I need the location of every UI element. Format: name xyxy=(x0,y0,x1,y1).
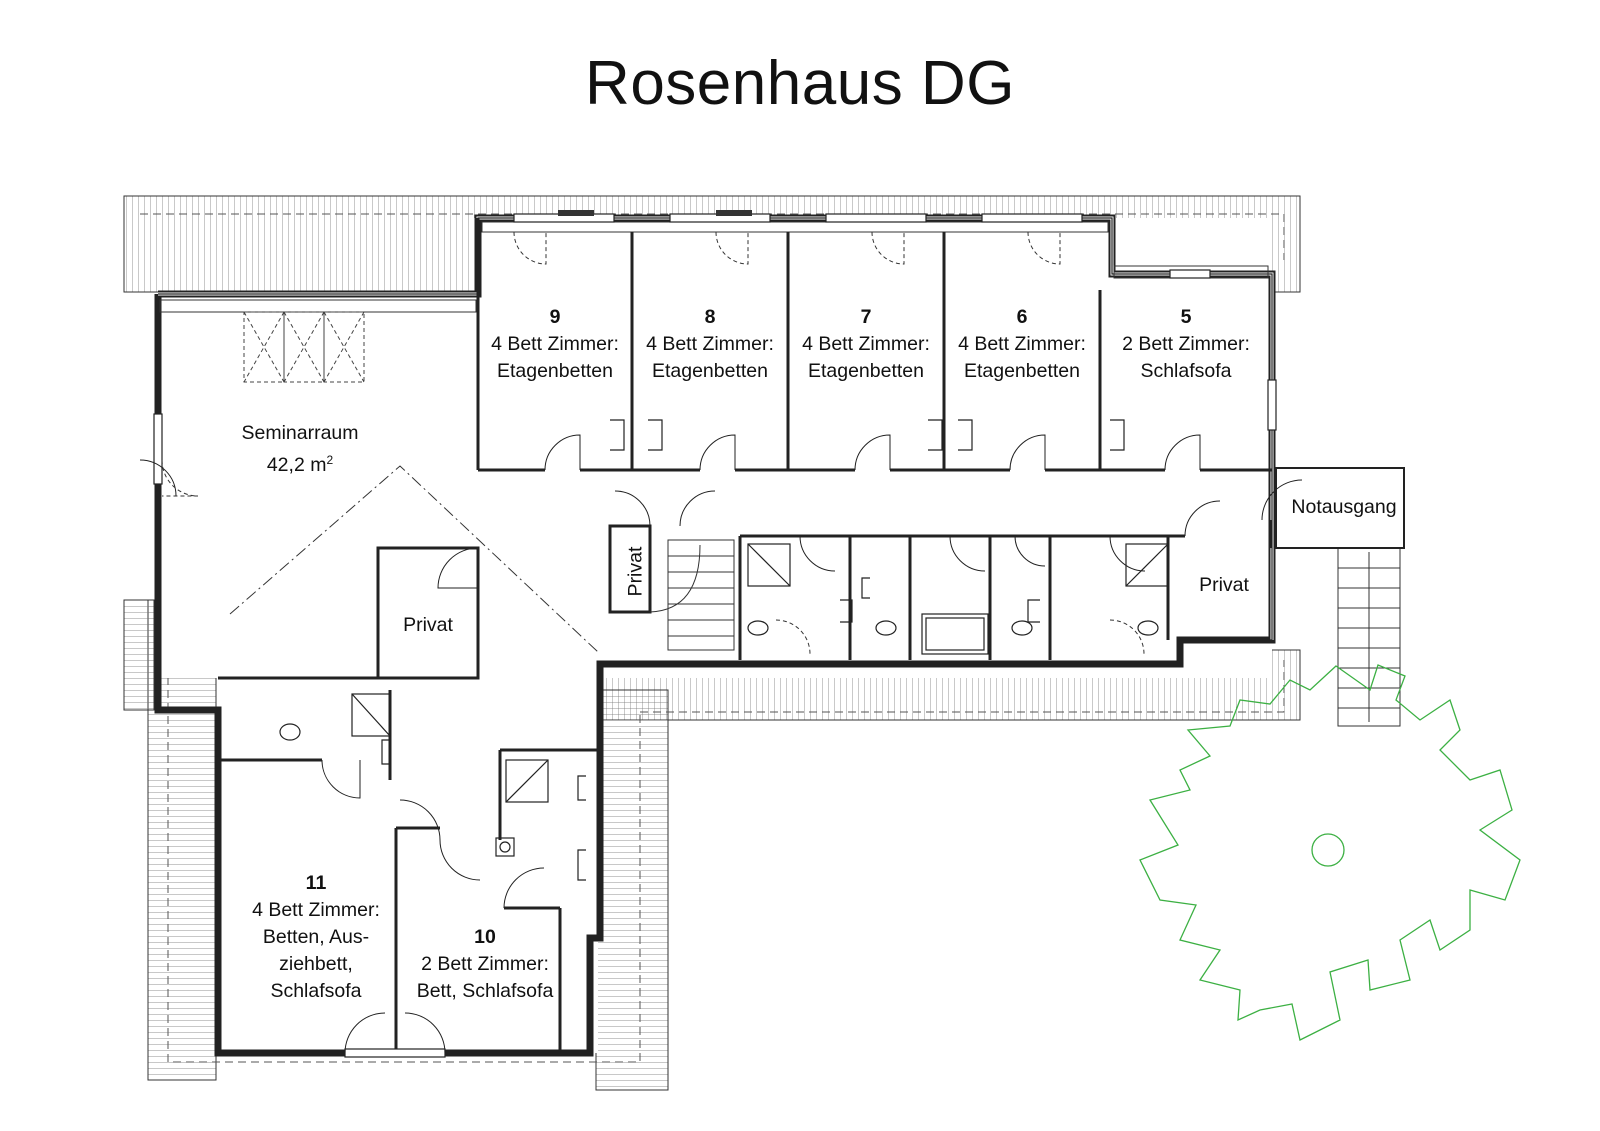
seminar-area: 42,2 m2 xyxy=(266,453,334,476)
room-type: 4 Bett Zimmer: xyxy=(491,333,619,355)
interior-walls xyxy=(218,218,1272,1050)
room-beds: Etagenbetten xyxy=(807,360,925,382)
room-beds-cont: ziehbett, xyxy=(279,953,353,975)
skylights xyxy=(243,311,365,383)
room-10-label: 10 2 Bett Zimmer: Bett, Schlafsofa xyxy=(417,924,554,1005)
private-label-stair: Privat xyxy=(624,546,647,597)
room-beds-cont: Schlafsofa xyxy=(270,980,362,1002)
room-beds: Etagenbetten xyxy=(496,360,614,382)
private-label-right: Privat xyxy=(1199,574,1249,596)
windows xyxy=(153,213,1277,1058)
room-8-label: 8 4 Bett Zimmer: Etagenbetten xyxy=(646,304,774,385)
room-beds: Schlafsofa xyxy=(1140,360,1232,382)
room-number: 10 xyxy=(474,926,496,948)
door-swings-dashed xyxy=(161,231,1145,655)
roof-hip-lines xyxy=(229,465,599,653)
room-type: 4 Bett Zimmer: xyxy=(646,333,774,355)
stairs xyxy=(649,539,1401,727)
room-6-label: 6 4 Bett Zimmer: Etagenbetten xyxy=(958,304,1086,385)
door-swings xyxy=(139,434,1303,1054)
room-number: 9 xyxy=(549,306,561,328)
insulation-strip xyxy=(159,221,1269,313)
seminar-name: Seminarraum xyxy=(241,422,359,444)
building-footprint xyxy=(158,218,1412,1053)
room-type: 2 Bett Zimmer: xyxy=(421,953,549,975)
sanitary-fixtures xyxy=(279,419,1169,881)
room-number: 7 xyxy=(860,306,872,328)
room-beds: Etagenbetten xyxy=(963,360,1081,382)
room-beds: Betten, Aus- xyxy=(262,926,370,948)
room-type: 4 Bett Zimmer: xyxy=(802,333,930,355)
room-11-label: 11 4 Bett Zimmer: Betten, Aus- ziehbett,… xyxy=(252,870,380,1005)
room-number: 11 xyxy=(305,872,327,894)
roof-eaves-side xyxy=(123,599,669,1091)
exit-landing xyxy=(1275,467,1405,549)
room-number: 5 xyxy=(1180,306,1192,328)
private-label-left: Privat xyxy=(403,614,453,636)
tree xyxy=(1139,664,1521,1041)
room-type: 4 Bett Zimmer: xyxy=(958,333,1086,355)
seminar-room-label: Seminarraum 42,2 m2 xyxy=(241,420,358,479)
room-type: 4 Bett Zimmer: xyxy=(252,899,380,921)
room-7-label: 7 4 Bett Zimmer: Etagenbetten xyxy=(802,304,930,385)
room-5-label: 5 2 Bett Zimmer: Schlafsofa xyxy=(1122,304,1250,385)
plan-title: Rosenhaus DG xyxy=(585,49,1015,118)
room-type: 2 Bett Zimmer: xyxy=(1122,333,1250,355)
room-9-label: 9 4 Bett Zimmer: Etagenbetten xyxy=(491,304,619,385)
room-number: 8 xyxy=(704,306,716,328)
room-number: 6 xyxy=(1016,306,1028,328)
emergency-exit-label: Notausgang xyxy=(1291,496,1397,518)
room-beds: Etagenbetten xyxy=(651,360,769,382)
room-beds: Bett, Schlafsofa xyxy=(416,980,554,1002)
